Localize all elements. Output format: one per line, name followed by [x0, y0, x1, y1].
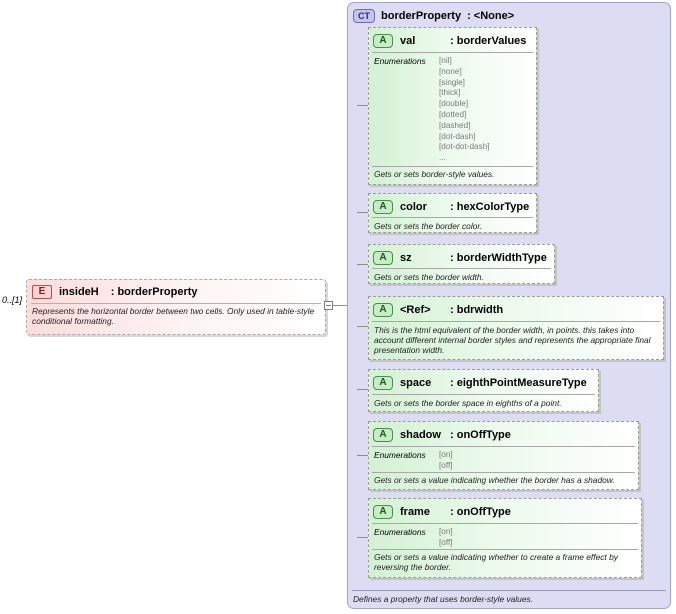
attribute-description: This is the html equivalent of the borde… — [374, 325, 651, 355]
attribute-header: A val : borderValues — [373, 33, 526, 49]
connector-line-to-ct — [333, 305, 357, 306]
attribute-name: color — [400, 201, 427, 213]
enum-item: [nil] — [439, 56, 452, 65]
attribute-description: Gets or sets the border color. — [374, 221, 483, 231]
attribute-separator — [372, 523, 638, 524]
branch-line-ref — [357, 326, 368, 327]
attribute-header: A shadow : onOffType — [373, 427, 511, 443]
attribute-header: A color : hexColorType — [373, 199, 529, 215]
element-name: insideH — [59, 286, 99, 298]
branch-line-frame — [357, 537, 368, 538]
attribute-type: : onOffType — [450, 506, 511, 518]
element-separator — [31, 303, 321, 304]
enum-item: [on] — [439, 450, 453, 459]
attribute-name: val — [400, 35, 416, 47]
enum-item: [off] — [439, 460, 453, 470]
attribute-description: Gets or sets a value indicating whether … — [374, 552, 618, 572]
branch-line-val — [357, 105, 368, 106]
attribute-badge-icon: A — [373, 251, 393, 265]
attribute-sz[interactable]: A sz : borderWidthType Gets or sets the … — [368, 244, 555, 284]
enumerations-label: Enumerations — [374, 56, 426, 66]
enum-item: [on] — [439, 527, 453, 536]
attribute-name: frame — [400, 506, 430, 518]
enum-item: [off] — [439, 537, 453, 547]
enum-item: [none] — [439, 66, 462, 76]
enum-item: [thick] — [439, 88, 461, 98]
attribute-separator — [372, 217, 533, 218]
enumerations-list: [on] [off] — [439, 527, 453, 549]
multiplicity-label: 0..[1] — [2, 295, 23, 305]
attribute-separator — [372, 268, 551, 269]
attribute-val[interactable]: A val : borderValues Enumerations [nil] … — [368, 27, 537, 185]
attribute-type: : borderValues — [450, 35, 527, 47]
complex-type-type: : <None> — [467, 10, 515, 22]
enum-item: [dashed] — [439, 120, 471, 130]
attribute-separator — [372, 549, 638, 550]
attribute-shadow[interactable]: A shadow : onOffType Enumerations [on] [… — [368, 421, 639, 490]
enumerations-label: Enumerations — [374, 450, 426, 460]
attribute-name: shadow — [400, 429, 441, 441]
element-header: E insideH : borderProperty — [32, 284, 198, 300]
attribute-header: A space : eighthPointMeasureType — [373, 375, 587, 391]
attribute-header: A sz : borderWidthType — [373, 250, 547, 266]
attribute-separator — [372, 472, 635, 473]
complex-type-header: CT borderProperty : <None> — [353, 8, 514, 24]
attribute-badge-icon: A — [373, 303, 393, 317]
attribute-type: : hexColorType — [450, 201, 530, 213]
sequence-icon[interactable] — [324, 301, 333, 310]
attribute-name: space — [400, 377, 432, 389]
attribute-header: A frame : onOffType — [373, 504, 511, 520]
branch-line-shadow — [357, 455, 368, 456]
enumerations-list: [nil] [none] [single] [thick] [double] [… — [439, 56, 490, 164]
branch-line-sz — [357, 264, 368, 265]
attribute-separator — [372, 394, 595, 395]
attribute-type: : borderWidthType — [450, 252, 547, 264]
attribute-type: : onOffType — [450, 429, 511, 441]
element-badge-icon: E — [32, 285, 52, 299]
attribute-description: Gets or sets a value indicating whether … — [374, 475, 615, 485]
element-insideH[interactable]: E insideH : borderProperty Represents th… — [26, 279, 326, 335]
complex-type-separator — [352, 590, 666, 591]
complex-type-badge-icon: CT — [353, 9, 375, 23]
branch-line-space — [357, 389, 368, 390]
attribute-badge-icon: A — [373, 505, 393, 519]
attribute-description: Gets or sets the border space in eighths… — [374, 398, 562, 408]
attribute-space[interactable]: A space : eighthPointMeasureType Gets or… — [368, 369, 599, 412]
enum-item: [dotted] — [439, 109, 467, 119]
attribute-header: A <Ref> : bdrwidth — [373, 302, 503, 318]
attribute-type: : bdrwidth — [450, 304, 504, 316]
complex-type-description: Defines a property that uses border-styl… — [353, 594, 534, 604]
enum-item: [double] — [439, 99, 469, 109]
attribute-ref-bdrwidth[interactable]: A <Ref> : bdrwidth This is the html equi… — [368, 296, 664, 360]
attribute-badge-icon: A — [373, 376, 393, 390]
enum-item: [dot-dash] — [439, 131, 476, 141]
branch-line-color — [357, 212, 368, 213]
attribute-type: : eighthPointMeasureType — [450, 377, 587, 389]
attribute-separator — [372, 446, 635, 447]
attribute-description: Gets or sets the border width. — [374, 272, 484, 282]
attribute-separator — [372, 321, 660, 322]
attribute-badge-icon: A — [373, 34, 393, 48]
attribute-name: sz — [400, 252, 412, 264]
attribute-frame[interactable]: A frame : onOffType Enumerations [on] [o… — [368, 498, 642, 578]
enum-item: ... — [439, 153, 446, 163]
attribute-name: <Ref> — [400, 304, 431, 316]
attribute-badge-icon: A — [373, 428, 393, 442]
complex-type-name: borderProperty — [381, 10, 462, 22]
element-type: : borderProperty — [110, 286, 198, 298]
attribute-separator — [372, 52, 533, 53]
element-description: Represents the horizontal border between… — [32, 306, 315, 326]
attribute-badge-icon: A — [373, 200, 393, 214]
enumerations-list: [on] [off] — [439, 450, 453, 472]
enum-item: [dot-dot-dash] — [439, 142, 490, 152]
enumerations-label: Enumerations — [374, 527, 426, 537]
attribute-separator — [372, 166, 533, 167]
attribute-color[interactable]: A color : hexColorType Gets or sets the … — [368, 193, 537, 233]
enum-item: [single] — [439, 77, 465, 87]
attribute-description: Gets or sets border-style values. — [374, 169, 495, 179]
